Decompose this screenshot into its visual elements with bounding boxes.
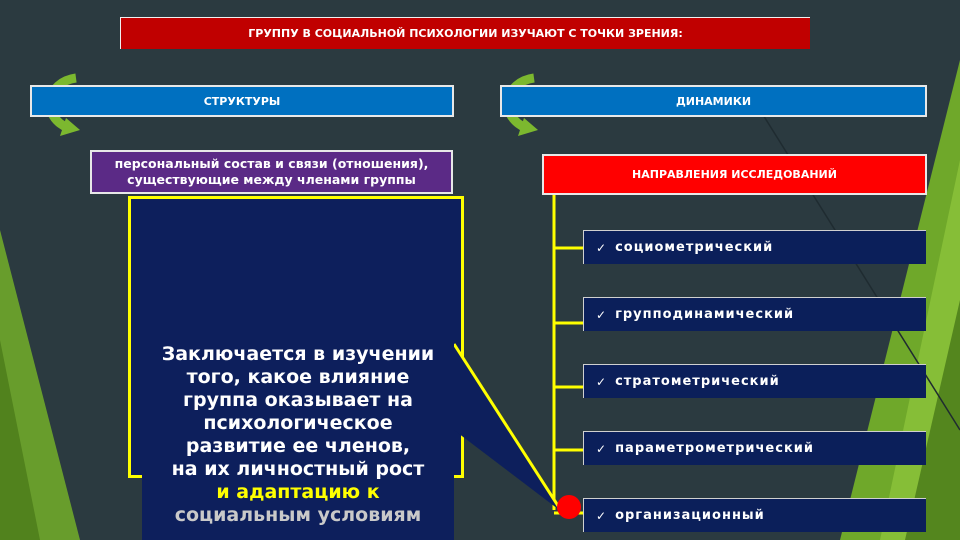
direction-item-1: ✓ социометрический xyxy=(583,230,926,264)
page-title: ГРУППУ В СОЦИАЛЬНОЙ ПСИХОЛОГИИ ИЗУЧАЮТ С… xyxy=(120,17,810,49)
red-circle-marker xyxy=(557,495,581,519)
callout-line: на их личностный рост xyxy=(171,458,425,480)
callout-pointer xyxy=(452,343,564,513)
green-stripe-right-thin xyxy=(905,300,960,540)
callout-box: Заключается в изучении того, какое влиян… xyxy=(142,340,454,540)
directions-header: НАПРАВЛЕНИЯ ИССЛЕДОВАНИЙ xyxy=(542,154,927,195)
direction-item-label: стратометрический xyxy=(615,374,780,389)
callout-line: развитие ее членов, xyxy=(185,435,411,457)
structure-bar: СТРУКТУРЫ xyxy=(30,85,454,117)
checkmark-icon: ✓ xyxy=(596,307,608,322)
dynamics-label: ДИНАМИКИ xyxy=(675,94,752,108)
callout-line-highlight: и адаптацию к xyxy=(216,481,380,503)
direction-item-5: ✓ организационный xyxy=(583,498,926,532)
green-stripe-left-dark xyxy=(0,340,40,540)
callout-line-cut: социальным условиям xyxy=(174,504,422,526)
callout-line: психологическое xyxy=(203,412,393,434)
direction-item-label: организационный xyxy=(615,508,765,523)
direction-item-2: ✓ групподинамический xyxy=(583,297,926,331)
structure-description: персональный состав и связи (отношения),… xyxy=(90,150,453,194)
direction-item-label: социометрический xyxy=(615,240,774,255)
direction-item-label: групподинамический xyxy=(615,307,795,322)
direction-item-3: ✓ стратометрический xyxy=(583,364,926,398)
directions-header-label: НАПРАВЛЕНИЯ ИССЛЕДОВАНИЙ xyxy=(632,168,837,181)
structure-label: СТРУКТУРЫ xyxy=(203,94,281,108)
direction-item-4: ✓ параметрометрический xyxy=(583,431,926,465)
callout-line: группа оказывает на xyxy=(183,389,413,411)
direction-item-label: параметрометрический xyxy=(615,441,814,456)
page-title-text: ГРУППУ В СОЦИАЛЬНОЙ ПСИХОЛОГИИ ИЗУЧАЮТ С… xyxy=(248,27,683,40)
checkmark-icon: ✓ xyxy=(596,240,608,255)
callout-line: Заключается в изучении xyxy=(161,343,435,365)
checkmark-icon: ✓ xyxy=(596,508,608,523)
callout-line: того, какое влияние xyxy=(186,366,410,388)
structure-description-line2: существующие между членами группы xyxy=(127,172,416,187)
structure-description-line1: персональный состав и связи (отношения), xyxy=(114,156,429,171)
dynamics-bar: ДИНАМИКИ xyxy=(500,85,927,117)
checkmark-icon: ✓ xyxy=(596,374,608,389)
checkmark-icon: ✓ xyxy=(596,441,608,456)
